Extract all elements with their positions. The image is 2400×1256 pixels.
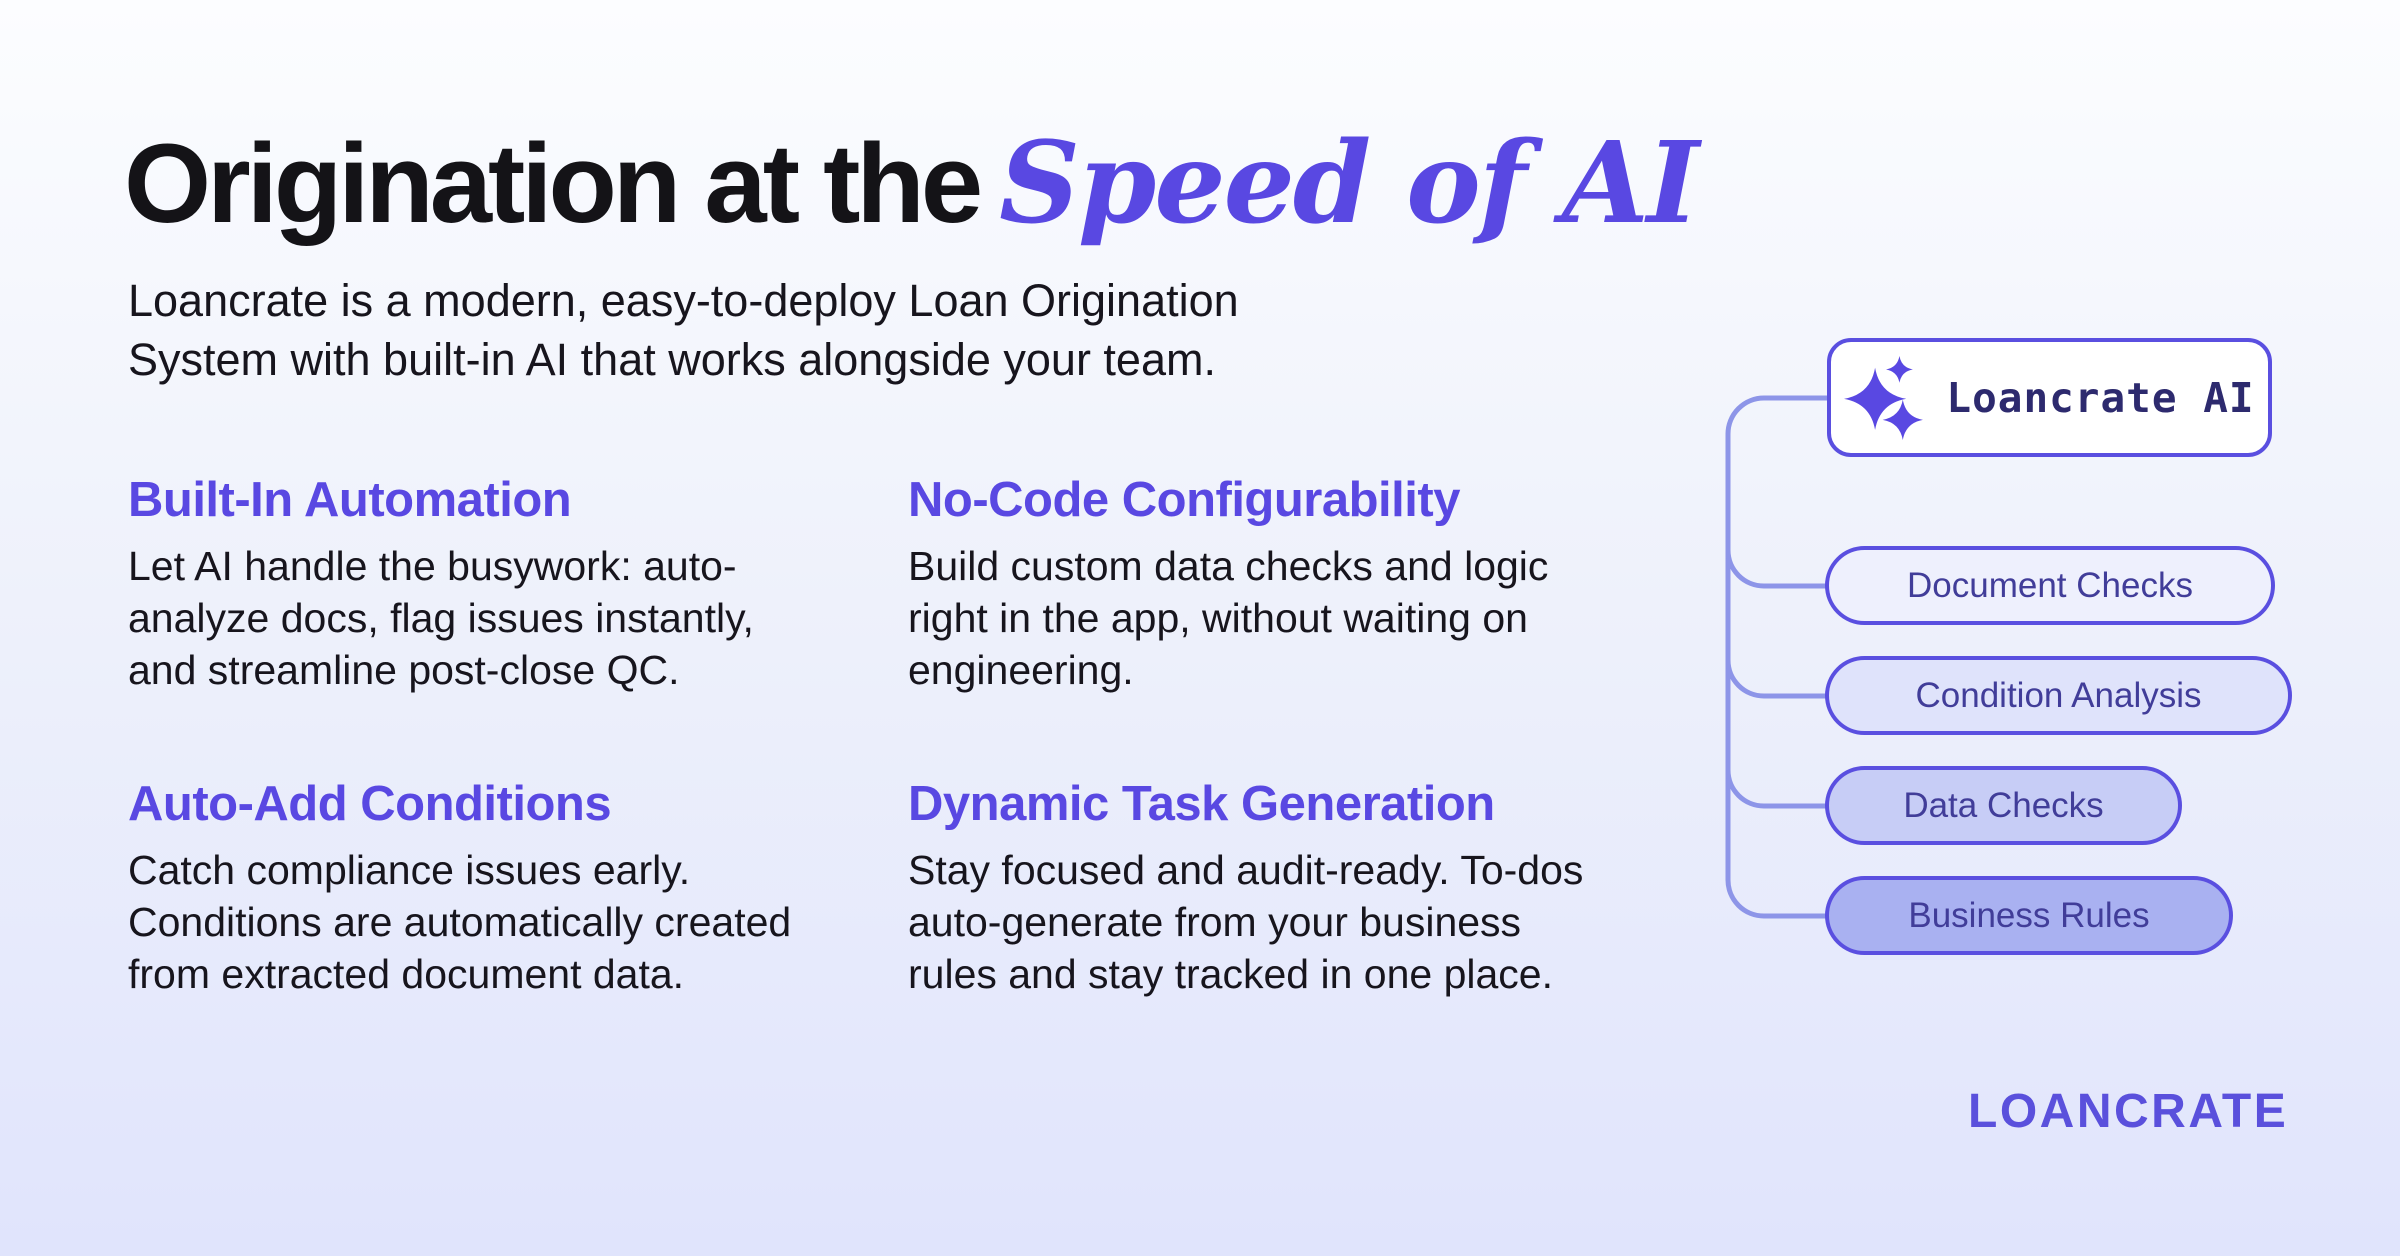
feature-auto-add-conditions: Auto-Add Conditions Catch compliance iss… <box>128 776 828 1000</box>
page-title-accent: Speed of AI <box>999 118 1699 249</box>
feature-body: Let AI handle the busywork: auto- analyz… <box>128 543 754 694</box>
tree-nodes: Document Checks Condition Analysis Data … <box>1825 546 2292 986</box>
feature-body: Catch compliance issues early. Condition… <box>128 847 792 998</box>
sparkles-icon <box>1844 355 1924 440</box>
feature-title: Dynamic Task Generation <box>908 777 1495 831</box>
feature-built-in-automation: Built-In Automation Let AI handle the bu… <box>128 472 828 696</box>
page-title-plain: Origination at the <box>124 121 983 246</box>
loancrate-ai-label: Loancrate AI <box>1946 373 2255 422</box>
tree-node-business-rules: Business Rules <box>1825 876 2233 955</box>
feature-title: Built-In Automation <box>128 473 572 527</box>
feature-no-code-configurability: No-Code Configurability Build custom dat… <box>908 472 1608 696</box>
feature-dynamic-task-generation: Dynamic Task Generation Stay focused and… <box>908 776 1608 1000</box>
tree-node-document-checks: Document Checks <box>1825 546 2275 625</box>
loancrate-ai-node: Loancrate AI <box>1827 338 2272 457</box>
feature-body: Stay focused and audit-ready. To-dos aut… <box>908 847 1584 998</box>
feature-body: Build custom data checks and logic right… <box>908 543 1549 694</box>
tree-node-condition-analysis: Condition Analysis <box>1825 656 2292 735</box>
feature-title: No-Code Configurability <box>908 473 1460 527</box>
brand-wordmark: LOANCRATE <box>1968 1085 2289 1138</box>
tree-node-data-checks: Data Checks <box>1825 766 2182 845</box>
feature-title: Auto-Add Conditions <box>128 777 612 831</box>
hero-subtitle: Loancrate is a modern, easy-to-deploy Lo… <box>128 275 1239 385</box>
